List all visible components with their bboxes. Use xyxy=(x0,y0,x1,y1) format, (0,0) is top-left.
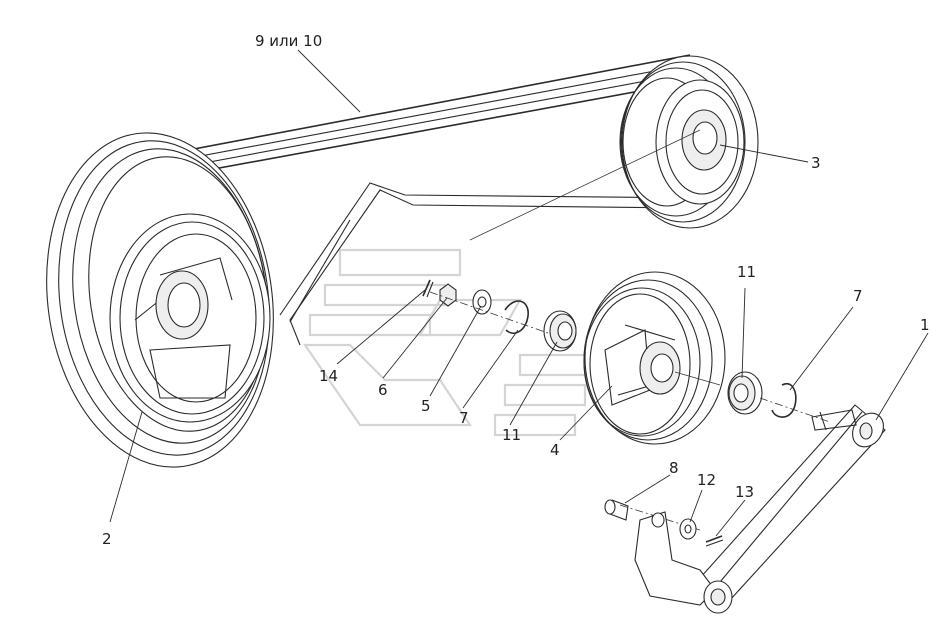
cotter-pin-a xyxy=(422,279,434,298)
callout-snap-ring-left: 7 xyxy=(459,409,469,427)
tensioner-arm xyxy=(634,404,886,614)
castle-nut xyxy=(439,283,457,307)
bearing-left xyxy=(543,310,577,352)
drive-belt xyxy=(119,54,701,346)
callout-snap-ring-right: 7 xyxy=(853,287,863,305)
bearing-right xyxy=(727,371,763,415)
callout-nut: 6 xyxy=(378,381,388,399)
leader-lines xyxy=(109,49,929,537)
callout-labels: 9 или 10 1 2 3 4 5 6 7 7 8 11 11 12 13 1… xyxy=(102,32,930,548)
washer-b xyxy=(679,518,697,540)
callout-bearing-left: 11 xyxy=(502,426,521,444)
callout-bolt: 8 xyxy=(669,459,679,477)
snap-ring-right xyxy=(771,382,797,418)
callout-washer-a: 5 xyxy=(421,397,431,415)
callout-idler-pulley: 4 xyxy=(550,441,560,459)
callout-large-pulley: 2 xyxy=(102,530,112,548)
callout-arm: 1 xyxy=(920,316,930,334)
idler-pulley xyxy=(583,271,726,445)
large-pulley xyxy=(46,132,274,468)
washer-a xyxy=(472,289,492,315)
bolt xyxy=(604,499,629,521)
small-pulley xyxy=(619,55,759,229)
cotter-pin-b xyxy=(705,535,724,547)
callout-cotter-pin-b: 13 xyxy=(735,483,754,501)
callout-washer-b: 12 xyxy=(697,471,716,489)
callout-bearing-right: 11 xyxy=(737,263,756,281)
snap-ring-left xyxy=(504,300,529,334)
callout-belt: 9 или 10 xyxy=(255,32,322,50)
callout-cotter-pin-a: 14 xyxy=(319,367,338,385)
callout-small-pulley: 3 xyxy=(811,154,821,172)
